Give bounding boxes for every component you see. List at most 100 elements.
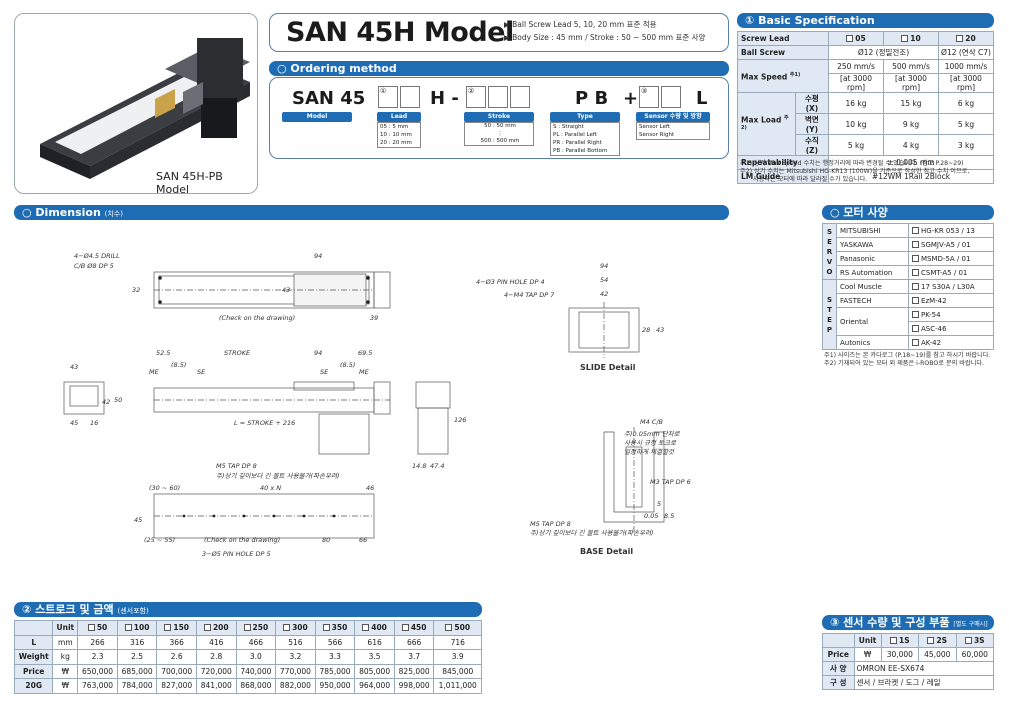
- motor-model: 17 S30A / L30A: [908, 279, 994, 294]
- dim-label: 43: [282, 286, 290, 294]
- screw-lead-label: Screw Lead: [736, 31, 830, 46]
- dim-label: M5 TAP DP 8: [216, 462, 257, 470]
- table-cell: 964,000: [354, 678, 395, 694]
- photo-caption: SAN 45H-PB Model: [156, 170, 223, 194]
- table-cell: 266: [77, 634, 118, 650]
- footnote: 주2) 기재되어 있는 모터 외 제품은 i-ROBO로 문의 바랍니다.: [824, 360, 985, 367]
- sensor-options: Sensor Left Sensor Right: [636, 122, 710, 140]
- table-cell: 616: [354, 634, 395, 650]
- table-cell: 366: [156, 634, 197, 650]
- stroke-price-heading: ② 스트로크 및 금액 (센서포함): [14, 602, 482, 617]
- ordering-heading: ○ Ordering method: [269, 61, 729, 76]
- code-h: H -: [430, 88, 459, 109]
- table-cell: 1,011,000: [433, 678, 482, 694]
- comp-label: 구 성: [822, 675, 855, 690]
- table-cell: 805,000: [354, 663, 395, 679]
- dim-label: 0.05: [644, 512, 658, 520]
- max-load-label: Max Load 주2): [737, 92, 796, 156]
- table-cell: 3.2: [275, 649, 316, 665]
- code-pb: P B: [575, 88, 609, 109]
- stroke-label: Stroke: [464, 112, 534, 122]
- table-cell: 416: [195, 634, 237, 650]
- dim-label: 일정하게 체결할것: [624, 448, 675, 456]
- model-title-box: SAN 45H Model ▶ Ball Screw Lead 5, 10, 2…: [269, 13, 729, 52]
- dim-label: ME: [149, 368, 160, 376]
- dim-label: 45: [134, 516, 142, 524]
- ball-screw-value: Ø12 (연삭 C7): [937, 45, 995, 60]
- table-cell: 516: [275, 634, 316, 650]
- sensor-label: Sensor 수량 및 방향: [636, 112, 710, 122]
- note-line: ▶ Body Size : 45 mm / Stroke : 50 ~ 500 …: [504, 33, 706, 42]
- stroke-box-2: [488, 86, 508, 108]
- dim-label: 40 x N: [260, 484, 281, 492]
- dim-label: (25 ~ 55): [144, 536, 175, 544]
- sensor-price: 60,000: [955, 647, 995, 662]
- table-cell: 3.0: [235, 649, 277, 665]
- motor-model: AK-42: [908, 335, 994, 350]
- servo-group-label: S E R V O: [822, 223, 837, 280]
- footnote: 주2) 상기 수치는 Mitsubishi HG-KR13 (100W)을 기준…: [740, 168, 970, 175]
- dim-label: 39: [370, 314, 378, 322]
- dim-label: 80: [322, 536, 330, 544]
- dim-label: 42: [102, 398, 110, 406]
- dim-label: M4 C/B: [640, 418, 664, 426]
- stroke-col: 150: [156, 620, 197, 636]
- sensor-box-2: [661, 86, 681, 108]
- dim-label: 8.5: [664, 512, 674, 520]
- table-cell: 466: [235, 634, 277, 650]
- stroke-col: 450: [393, 620, 435, 636]
- dim-label: 43: [656, 326, 664, 334]
- dim-label: 32: [132, 286, 140, 294]
- sensor-col: 1S: [880, 633, 920, 648]
- dim-label: 94: [314, 349, 322, 357]
- code-prefix: SAN 45: [292, 88, 366, 109]
- option: PR : Parallel Right: [553, 140, 602, 146]
- footnote: 주1) 사이즈는 본 카다로그 (P.18~19)를 참고 하시기 바랍니다.: [824, 352, 991, 359]
- row-unit: kg: [52, 649, 79, 665]
- load-value: 16 kg: [828, 92, 884, 114]
- dim-label: 4−Ø3 PIN HOLE DP 4: [476, 278, 545, 286]
- footnote: 사용하는 모터에 따라 달라질 수가 있습니다.: [753, 176, 868, 183]
- dim-label: 50: [114, 396, 122, 404]
- dim-label: 69.5: [358, 349, 372, 357]
- lead-col: 20: [937, 31, 995, 46]
- footnote: 주1) 상기 Max Speed 수치는 행정거리에 따라 변경될 수 있습니다…: [740, 160, 964, 167]
- unit-header: Unit: [853, 633, 882, 648]
- table-cell: 868,000: [235, 678, 277, 694]
- speed-value: 250 mm/s: [828, 59, 884, 74]
- dim-label: 94: [600, 262, 608, 270]
- sensor-price: 30,000: [880, 647, 920, 662]
- option: S : Straight: [553, 124, 584, 130]
- dim-label: 47.4: [430, 462, 444, 470]
- ordering-box: SAN 45 ① H - ② P B + ③ L Model Lead 05 :…: [269, 77, 729, 159]
- table-cell: 841,000: [195, 678, 237, 694]
- step-group-label: S T E P: [822, 279, 837, 350]
- table-cell: 2.6: [156, 649, 197, 665]
- repeatability-label: Repeatability: [736, 155, 830, 170]
- table-cell: 650,000: [77, 663, 118, 679]
- row-label: 20G: [13, 678, 54, 694]
- stroke-col: 50: [77, 620, 118, 636]
- dim-label: (Check on the drawing): [219, 314, 295, 322]
- dim-label: 66: [359, 536, 367, 544]
- table-cell: 720,000: [195, 663, 237, 679]
- lead-label: Lead: [377, 112, 421, 122]
- dim-label: C/B Ø8 DP 5: [74, 262, 114, 270]
- stroke-col: 250: [235, 620, 277, 636]
- axis-label: 수평 (X): [794, 92, 830, 114]
- motor-maker: Panasonic: [835, 251, 910, 266]
- table-cell: 827,000: [156, 678, 197, 694]
- product-photo: [40, 38, 250, 179]
- corner-cell: [822, 633, 855, 648]
- motor-heading: ○ 모터 사양: [822, 205, 994, 220]
- dim-label: SE: [320, 368, 329, 376]
- row-label: Price: [13, 663, 54, 679]
- stroke-box-3: [510, 86, 530, 108]
- dim-label: 4−Ø4.5 DRILL: [74, 252, 120, 260]
- dim-label: 4−M4 TAP DP 7: [504, 291, 555, 299]
- code-plus: +: [623, 88, 639, 109]
- table-cell: 784,000: [116, 678, 158, 694]
- table-cell: 825,000: [393, 663, 435, 679]
